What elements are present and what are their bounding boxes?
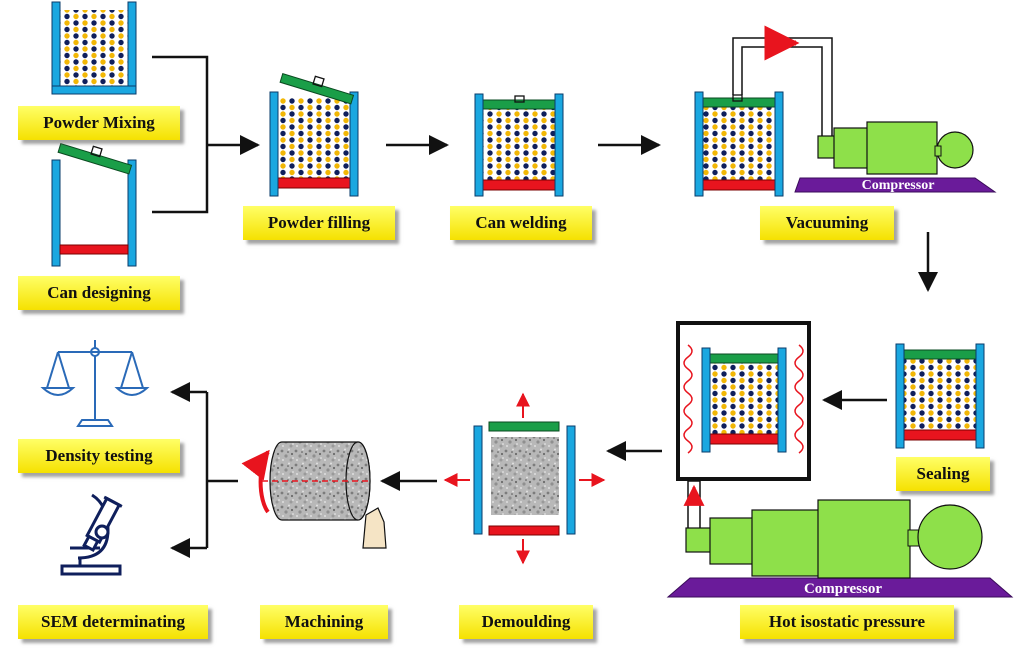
hip-furnace — [676, 321, 811, 481]
can-designing-illustration — [51, 143, 137, 267]
merge-connector — [152, 55, 260, 214]
label-hot-isostatic-pressure: Hot isostatic pressure — [740, 605, 954, 639]
balance-scale-icon — [40, 340, 150, 427]
label-vacuuming: Vacuuming — [760, 206, 894, 240]
powder-mixing-container — [51, 1, 137, 95]
label-can-designing: Can designing — [18, 276, 180, 310]
rotation-arrow-icon — [241, 449, 270, 514]
vacuum-compressor: Compressor — [794, 121, 997, 193]
cutting-tool-icon — [362, 507, 387, 549]
label-can-welding: Can welding — [450, 206, 592, 240]
split-connector — [170, 382, 238, 558]
sealing-can — [895, 343, 985, 449]
vacuuming-can — [694, 91, 784, 197]
hip-pipe — [683, 480, 705, 530]
compressor-label-top: Compressor — [862, 178, 935, 193]
heater-left — [683, 344, 693, 454]
label-powder-filling: Powder filling — [243, 206, 395, 240]
hip-compressor: Compressor — [666, 499, 1014, 598]
label-machining: Machining — [260, 605, 388, 639]
machining-illustration — [241, 441, 387, 549]
compressor-label-bottom: Compressor — [804, 581, 882, 597]
label-density-testing: Density testing — [18, 439, 180, 473]
label-powder-mixing: Powder Mixing — [18, 106, 180, 140]
label-sem-determinating: SEM determinating — [18, 605, 208, 639]
microscope-icon — [60, 493, 123, 576]
can-welding-can — [474, 93, 564, 197]
demoulding-illustration — [443, 392, 606, 565]
heater-right — [794, 344, 804, 454]
label-sealing: Sealing — [896, 457, 990, 491]
powder-filling-can — [269, 73, 359, 197]
label-demoulding: Demoulding — [459, 605, 593, 639]
